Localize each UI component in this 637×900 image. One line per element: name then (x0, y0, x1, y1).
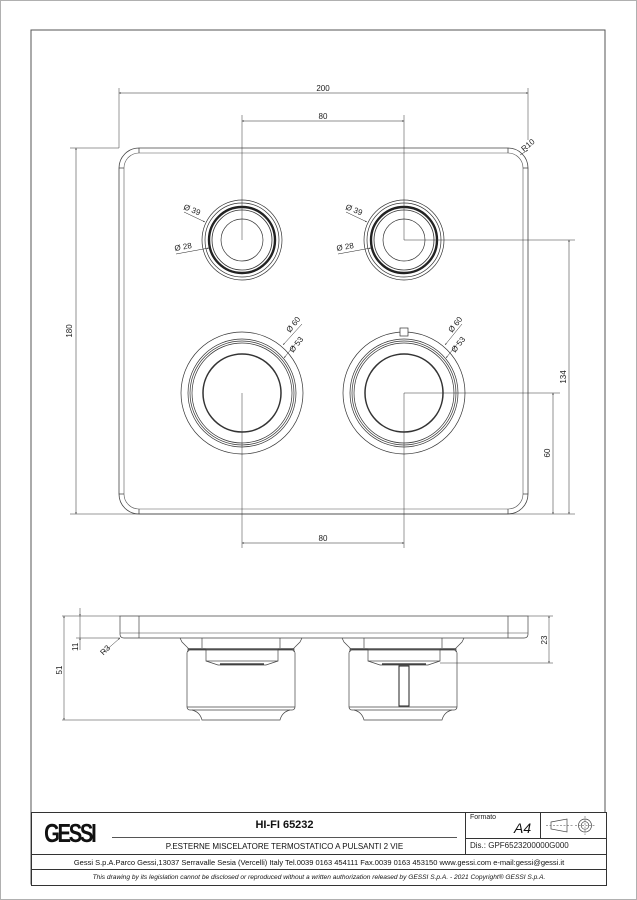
dim-button-left-inner: Ø 28 (174, 241, 193, 253)
dim-upper-spacing: 80 (319, 112, 328, 121)
dim-button-left-outer: Ø 39 (182, 203, 202, 218)
legal-notice: This drawing by its legislation cannot b… (32, 869, 606, 886)
side-module-left (179, 637, 303, 721)
dim-overall-height: 180 (65, 324, 74, 338)
dim-total-depth: 51 (55, 665, 64, 674)
dim-knob-left-inner: Ø 53 (287, 335, 305, 355)
product-description: P.ESTERNE MISCELATORE TERMOSTATICO A PUL… (165, 842, 404, 851)
drawing-number: Dis.: GPF6523200000G000 (465, 838, 606, 854)
dim-upper-centers: 134 (559, 370, 568, 384)
format-label: Formato (470, 814, 497, 821)
title-block: GESSI HI-FI 65232 P.ESTERNE MISCELATORE … (31, 812, 607, 886)
dim-button-right-outer: Ø 39 (344, 203, 364, 218)
dimension-lines (75, 92, 570, 544)
projection-symbol-cell (540, 813, 607, 839)
top-view (118, 147, 529, 515)
product-code: HI-FI 65232 (255, 819, 314, 831)
dim-plate-thickness: 11 (71, 642, 80, 651)
dim-lower-spacing: 80 (319, 534, 328, 543)
dim-overall-width: 200 (316, 84, 330, 93)
side-module-right (341, 637, 465, 721)
side-dimension-lines (62, 608, 553, 721)
dim-corner-radius: R10 (520, 137, 537, 154)
dim-front-depth: 23 (540, 635, 549, 644)
company-address: Gessi S.p.A.Parco Gessi,13037 Serravalle… (32, 854, 606, 870)
extension-lines (70, 88, 575, 548)
title-divider (112, 837, 457, 838)
format-value: A4 (514, 820, 532, 836)
format-cell: Formato A4 (465, 813, 541, 839)
first-angle-projection-icon (546, 816, 596, 835)
dim-button-right-inner: Ø 28 (336, 241, 355, 253)
gessi-logo: GESSI (44, 818, 97, 848)
dim-knob-left-outer: Ø 60 (284, 315, 302, 335)
dim-lower-centers: 60 (543, 448, 552, 457)
dim-knob-right-inner: Ø 53 (449, 335, 467, 355)
dim-edge-radius: R3 (98, 643, 112, 657)
side-view (119, 615, 529, 721)
